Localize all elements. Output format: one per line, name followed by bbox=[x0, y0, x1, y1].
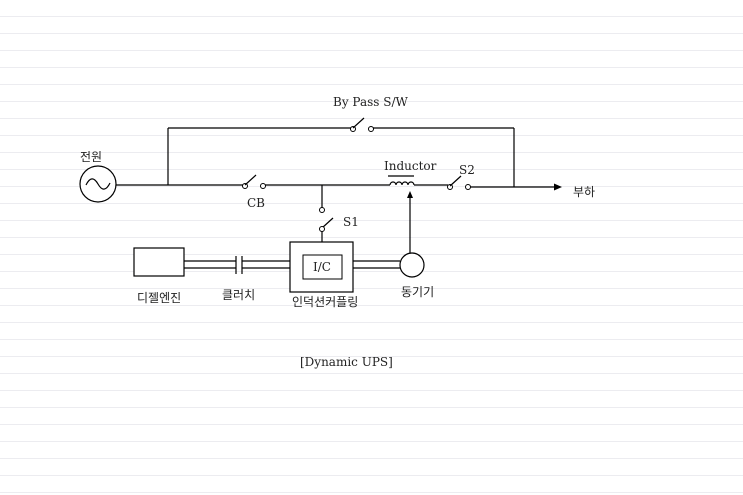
generator-circle bbox=[399, 252, 425, 278]
inductor-coil bbox=[389, 181, 415, 186]
generator: 동기기 bbox=[399, 191, 434, 299]
ac-wave-icon bbox=[85, 178, 111, 190]
bypass-contact-right bbox=[368, 126, 374, 132]
power-source-label: 전원 bbox=[80, 150, 102, 164]
generator-feed-arrow-icon bbox=[407, 191, 413, 198]
s2-blade bbox=[449, 175, 462, 187]
cb-blade bbox=[244, 174, 257, 186]
coupling-inner-box bbox=[302, 254, 343, 280]
s1-contact-bottom bbox=[319, 226, 325, 232]
circuit-breaker: CB bbox=[242, 174, 266, 210]
cb-label: CB bbox=[247, 196, 265, 210]
diagram-caption: [Dynamic UPS] bbox=[300, 355, 393, 369]
inductive-coupling: I/C 인덕션커플링 bbox=[289, 241, 358, 309]
bypass-switch-blade bbox=[352, 117, 365, 129]
bypass-branch: By Pass S/W bbox=[167, 95, 515, 187]
s2-label: S2 bbox=[459, 163, 475, 177]
diesel-engine: 디젤엔진 bbox=[133, 247, 185, 305]
s1-label: S1 bbox=[343, 215, 359, 229]
coupling-inner-label: I/C bbox=[313, 260, 331, 274]
switch-s2: S2 bbox=[447, 163, 475, 190]
bypass-contact-left bbox=[350, 126, 356, 132]
inductive-coupling-label: 인덕션커플링 bbox=[292, 295, 358, 309]
switch-s1: S1 bbox=[319, 185, 359, 242]
bypass-switch-label: By Pass S/W bbox=[333, 95, 408, 109]
s1-blade bbox=[321, 217, 334, 229]
inductor-label: Inductor bbox=[384, 159, 437, 173]
cb-contact-left bbox=[242, 183, 248, 189]
diesel-engine-box bbox=[133, 247, 185, 277]
s1-contact-top bbox=[319, 207, 325, 213]
power-source: 전원 bbox=[79, 150, 117, 203]
s2-contact-right bbox=[465, 184, 471, 190]
diesel-engine-label: 디젤엔진 bbox=[137, 291, 181, 305]
inductor: Inductor bbox=[384, 159, 437, 186]
cb-contact-right bbox=[260, 183, 266, 189]
load-label: 부하 bbox=[573, 185, 595, 199]
clutch: 클러치 bbox=[222, 256, 255, 302]
clutch-label: 클러치 bbox=[222, 288, 255, 302]
load-arrow-icon bbox=[554, 183, 562, 191]
generator-label: 동기기 bbox=[401, 285, 434, 299]
s2-contact-left bbox=[447, 184, 453, 190]
